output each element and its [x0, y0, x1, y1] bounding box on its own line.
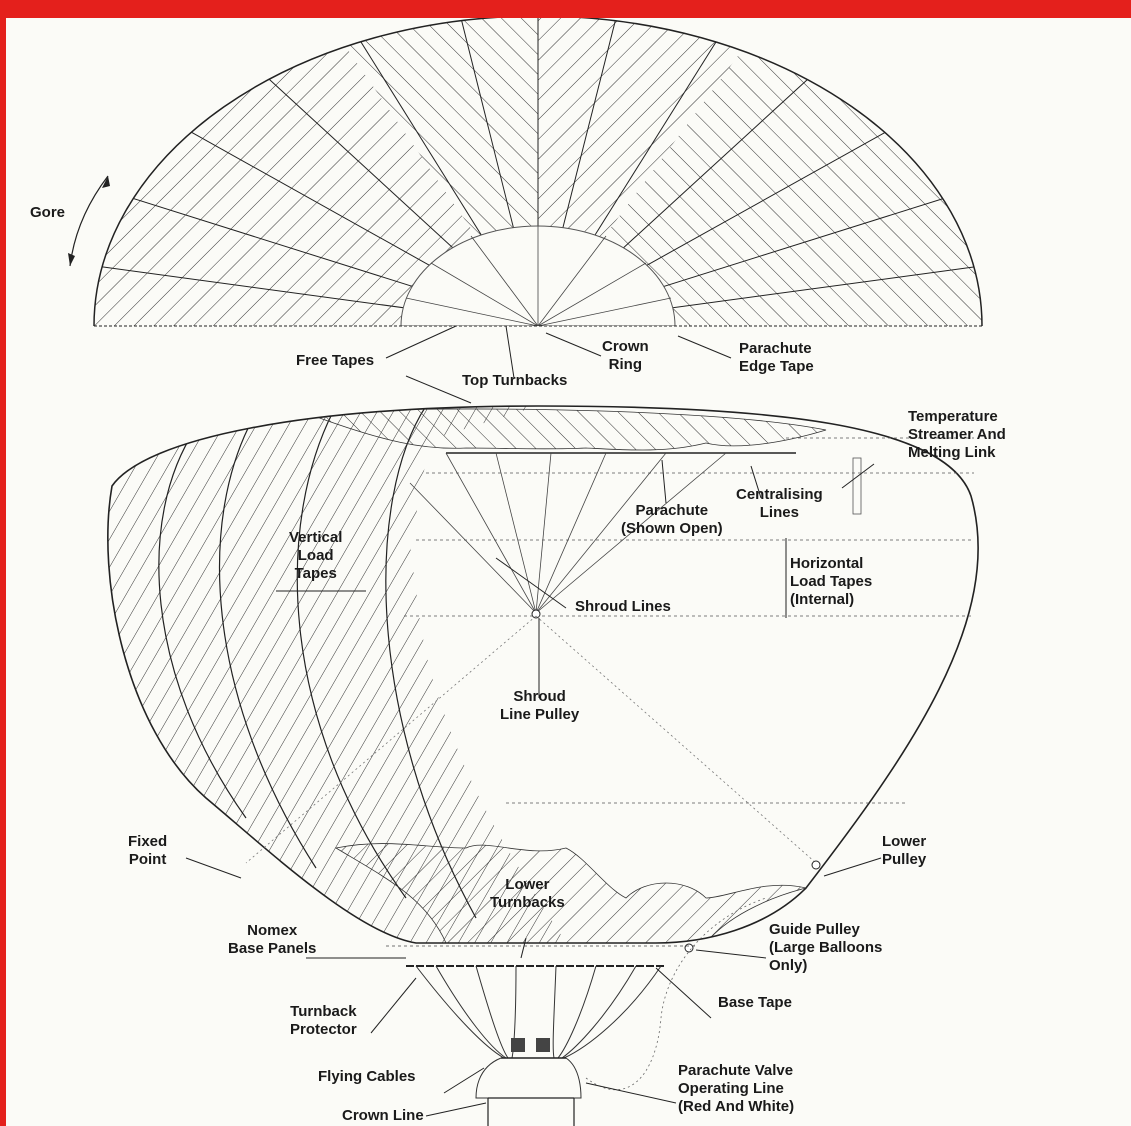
leader-lines	[185, 325, 882, 1117]
label-fixed-point: Fixed Point	[128, 833, 168, 868]
header-strip	[0, 0, 1131, 18]
label-base-tape: Base Tape	[718, 994, 792, 1011]
label-vertical-load-tapes: Vertical Load Tapes	[289, 529, 343, 582]
burner-right	[536, 1038, 550, 1052]
label-free-tapes: Free Tapes	[296, 352, 375, 369]
balloon-envelope	[107, 405, 979, 944]
label-nomex-base-panels: Nomex Base Panels	[228, 922, 317, 957]
label-crown-line: Crown Line	[342, 1107, 424, 1124]
internal-parachute	[245, 452, 817, 864]
gore-arrow	[69, 175, 109, 267]
label-lower-turnbacks: Lower Turnbacks	[490, 876, 565, 911]
label-guide-pulley: Guide Pulley (Large Balloons Only)	[769, 921, 883, 974]
label-temperature-streamer: Temperature Streamer And Melting Link	[908, 408, 1006, 461]
label-centralising-lines: Centralising Lines	[736, 486, 823, 521]
temperature-streamer-mark	[852, 457, 862, 515]
label-flying-cables: Flying Cables	[318, 1068, 416, 1085]
vertical-gores	[107, 406, 566, 943]
guide-pulley-mark	[684, 943, 694, 953]
shroud-line-pulley-mark	[531, 609, 541, 619]
parachute-canopy	[93, 18, 983, 327]
label-parachute-edge-tape: Parachute Edge Tape	[739, 340, 814, 375]
balloon-diagram	[68, 18, 983, 1126]
label-lower-pulley: Lower Pulley	[882, 833, 927, 868]
burner-left	[511, 1038, 525, 1052]
label-turnback-protector: Turnback Protector	[290, 1003, 357, 1038]
label-crown-ring: Crown Ring	[602, 338, 649, 373]
diagram-frame: Gore Free Tapes Top Turnbacks Crown Ring…	[6, 18, 1131, 1126]
label-horizontal-load-tapes: Horizontal Load Tapes (Internal)	[790, 555, 873, 608]
basket	[487, 1097, 575, 1126]
label-parachute-open: Parachute (Shown Open)	[621, 502, 723, 537]
balloon-base	[386, 897, 767, 1126]
label-parachute-valve: Parachute Valve Operating Line (Red And …	[678, 1062, 795, 1115]
cutaway-interior	[410, 436, 979, 922]
lower-pulley-mark	[811, 860, 821, 870]
label-shroud-line-pulley: Shroud Line Pulley	[500, 688, 580, 723]
label-shroud-lines: Shroud Lines	[575, 598, 671, 615]
label-gore: Gore	[30, 204, 66, 221]
label-top-turnbacks: Top Turnbacks	[462, 372, 568, 389]
